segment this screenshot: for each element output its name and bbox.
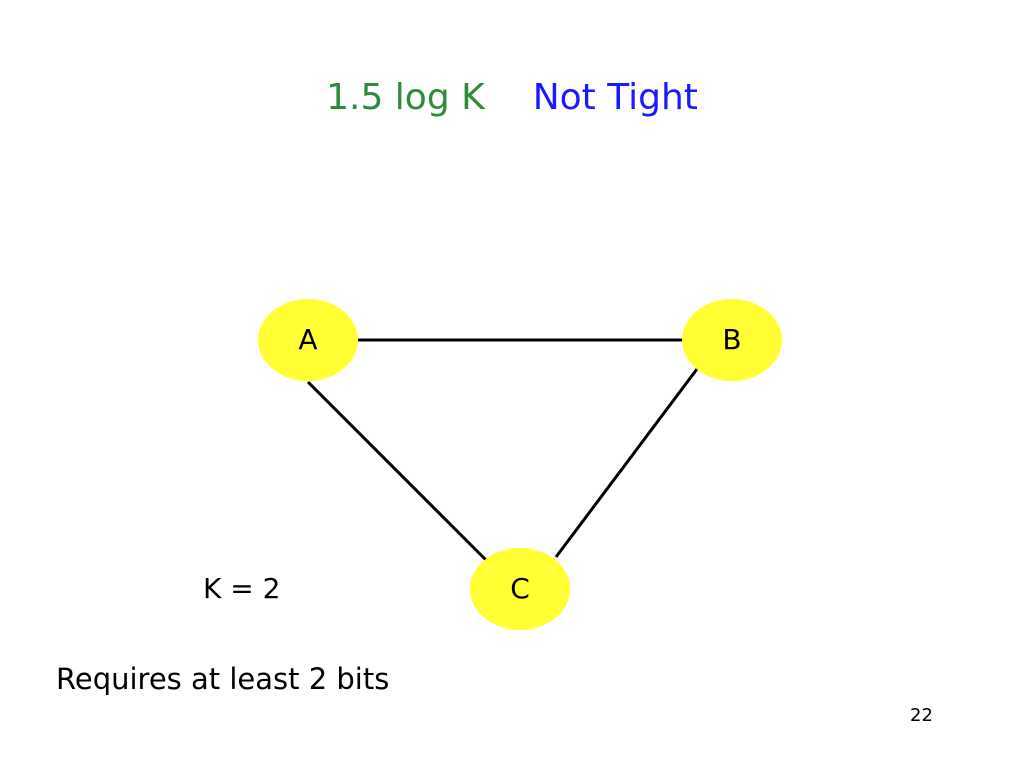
requirement-note: Requires at least 2 bits — [56, 662, 390, 696]
page-number: 22 — [910, 705, 933, 726]
title-verdict: Not Tight — [532, 77, 698, 118]
node-c-label: C — [510, 572, 530, 605]
title-formula: 1.5 log K — [326, 77, 485, 118]
node-b-label: B — [722, 323, 741, 356]
k-value-label: K = 2 — [203, 572, 281, 605]
node-b — [682, 299, 782, 381]
node-a-label: A — [298, 323, 317, 356]
slide-title: 1.5 log K Not Tight — [0, 76, 1024, 120]
edge-b-c — [554, 368, 699, 558]
node-a — [258, 299, 358, 381]
edge-a-c — [306, 380, 488, 562]
node-c — [470, 548, 570, 630]
